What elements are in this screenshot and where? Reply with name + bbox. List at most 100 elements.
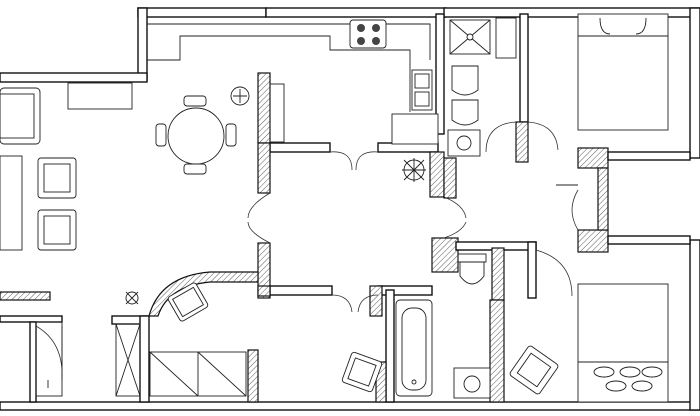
- wall-pier-11: [369, 285, 383, 317]
- pillow-icon: [619, 366, 641, 378]
- armchair-icon: [509, 345, 559, 395]
- interior-walls: [0, 13, 691, 403]
- round-table-icon: [167, 107, 225, 165]
- sofa-long-icon: [0, 155, 23, 251]
- wall-kitchen-left: [137, 7, 148, 81]
- kitchen-cabinet: [391, 113, 439, 145]
- wall-corridor-bottom: [607, 235, 691, 245]
- chair-icon: [183, 163, 207, 175]
- office-chair-icon: [167, 282, 209, 322]
- living-room: [0, 87, 77, 251]
- wall-top-living: [0, 72, 148, 83]
- wall-closet-top: [0, 315, 63, 323]
- door-bedroom-top: [527, 121, 559, 151]
- wall-pier-10: [597, 167, 609, 231]
- wall-pier-4: [443, 157, 457, 199]
- burner-icon: [372, 37, 380, 45]
- bathroom-top: [447, 17, 517, 157]
- closet: [35, 321, 63, 397]
- armchair-seat: [43, 215, 71, 245]
- wall-kitchen-bath: [435, 13, 445, 135]
- burner-icon: [357, 24, 365, 32]
- outer-walls: [0, 7, 700, 411]
- wall-bath-bottom-right: [489, 299, 505, 403]
- basin-bowl: [463, 375, 481, 393]
- wall-bottom: [0, 401, 700, 411]
- wall-right-lower: [689, 239, 700, 411]
- bedroom-bottom: [509, 283, 669, 403]
- wall-pier-7: [491, 247, 505, 301]
- sink-bowl: [414, 73, 430, 89]
- wall-pier-13: [247, 349, 259, 403]
- wardrobe-doors: [149, 351, 247, 397]
- wall-pier-9: [577, 229, 609, 253]
- fan-cross: [233, 89, 247, 103]
- wall-dining-right: [257, 72, 271, 144]
- wall-top-kitchen: [265, 7, 447, 18]
- bathroom-bottom: [395, 253, 491, 399]
- hallway-plant: [402, 158, 426, 182]
- sofa-icon: [0, 87, 41, 145]
- bathtub-icon: [395, 299, 433, 397]
- shower-drain: [466, 33, 474, 41]
- chair-icon: [225, 123, 237, 147]
- wall-study-left-top: [0, 291, 51, 301]
- closet-box: [35, 321, 63, 397]
- wall-pier-2: [257, 142, 271, 194]
- wall-bath-bedroom: [519, 13, 529, 123]
- armchair-icon: [37, 209, 77, 251]
- toilet-tank: [457, 253, 487, 263]
- washbasin-icon: [453, 367, 491, 399]
- door-study-hall: [331, 294, 379, 313]
- kitchen: [147, 19, 439, 145]
- kitchen-tall-unit: [269, 83, 285, 143]
- door-corridor: [571, 189, 579, 231]
- wall-pier-3: [429, 151, 445, 198]
- shower-niche: [495, 17, 517, 59]
- wall-top-right: [443, 7, 700, 18]
- tub-drain: [411, 379, 417, 385]
- cooktop-icon: [349, 19, 387, 49]
- double-bed-icon: [577, 13, 669, 131]
- study-shelf: [115, 323, 141, 397]
- door-kitchen: [329, 151, 379, 171]
- bed-pillow: [599, 17, 647, 35]
- sofa-seat: [0, 93, 35, 139]
- washbasin-icon: [447, 129, 481, 157]
- wall-right-upper: [689, 7, 700, 159]
- door-bath-top: [485, 121, 517, 153]
- dining-area: [67, 82, 250, 175]
- pillow-icon: [641, 366, 663, 378]
- wall-hall-bottom-left: [269, 285, 333, 296]
- wall-bath2-right: [527, 241, 537, 299]
- pillow-icon: [593, 366, 615, 378]
- curved-wall: [148, 271, 259, 317]
- wall-pier-1: [515, 121, 529, 163]
- armchair-icon: [37, 157, 77, 199]
- toilet-icon: [459, 261, 485, 285]
- wall-closet-side: [29, 321, 37, 403]
- wall-corridor-top: [607, 151, 691, 161]
- study: [115, 282, 383, 397]
- kitchen-sink-icon: [411, 69, 433, 111]
- wall-top-kitchen-left: [137, 7, 267, 18]
- door-closet: [35, 325, 63, 381]
- wall-hall-top-left: [269, 142, 331, 153]
- tv-cabinet: [67, 82, 133, 110]
- plant-leaves: [402, 158, 426, 182]
- door-living: [247, 192, 271, 244]
- burner-icon: [372, 24, 380, 32]
- door-bedroom-bottom: [535, 249, 573, 297]
- chair-icon: [183, 95, 207, 107]
- bedroom-top: [577, 13, 669, 131]
- armchair-seat: [43, 163, 71, 193]
- wall-study-left: [139, 315, 150, 403]
- chair-icon: [155, 123, 167, 147]
- kitchen-counter: [147, 23, 431, 112]
- pillow-icon: [605, 380, 627, 392]
- armchair-icon: [341, 351, 383, 393]
- bathtub-inner: [401, 307, 427, 391]
- bidet-icon: [451, 65, 479, 96]
- burner-icon: [357, 37, 365, 45]
